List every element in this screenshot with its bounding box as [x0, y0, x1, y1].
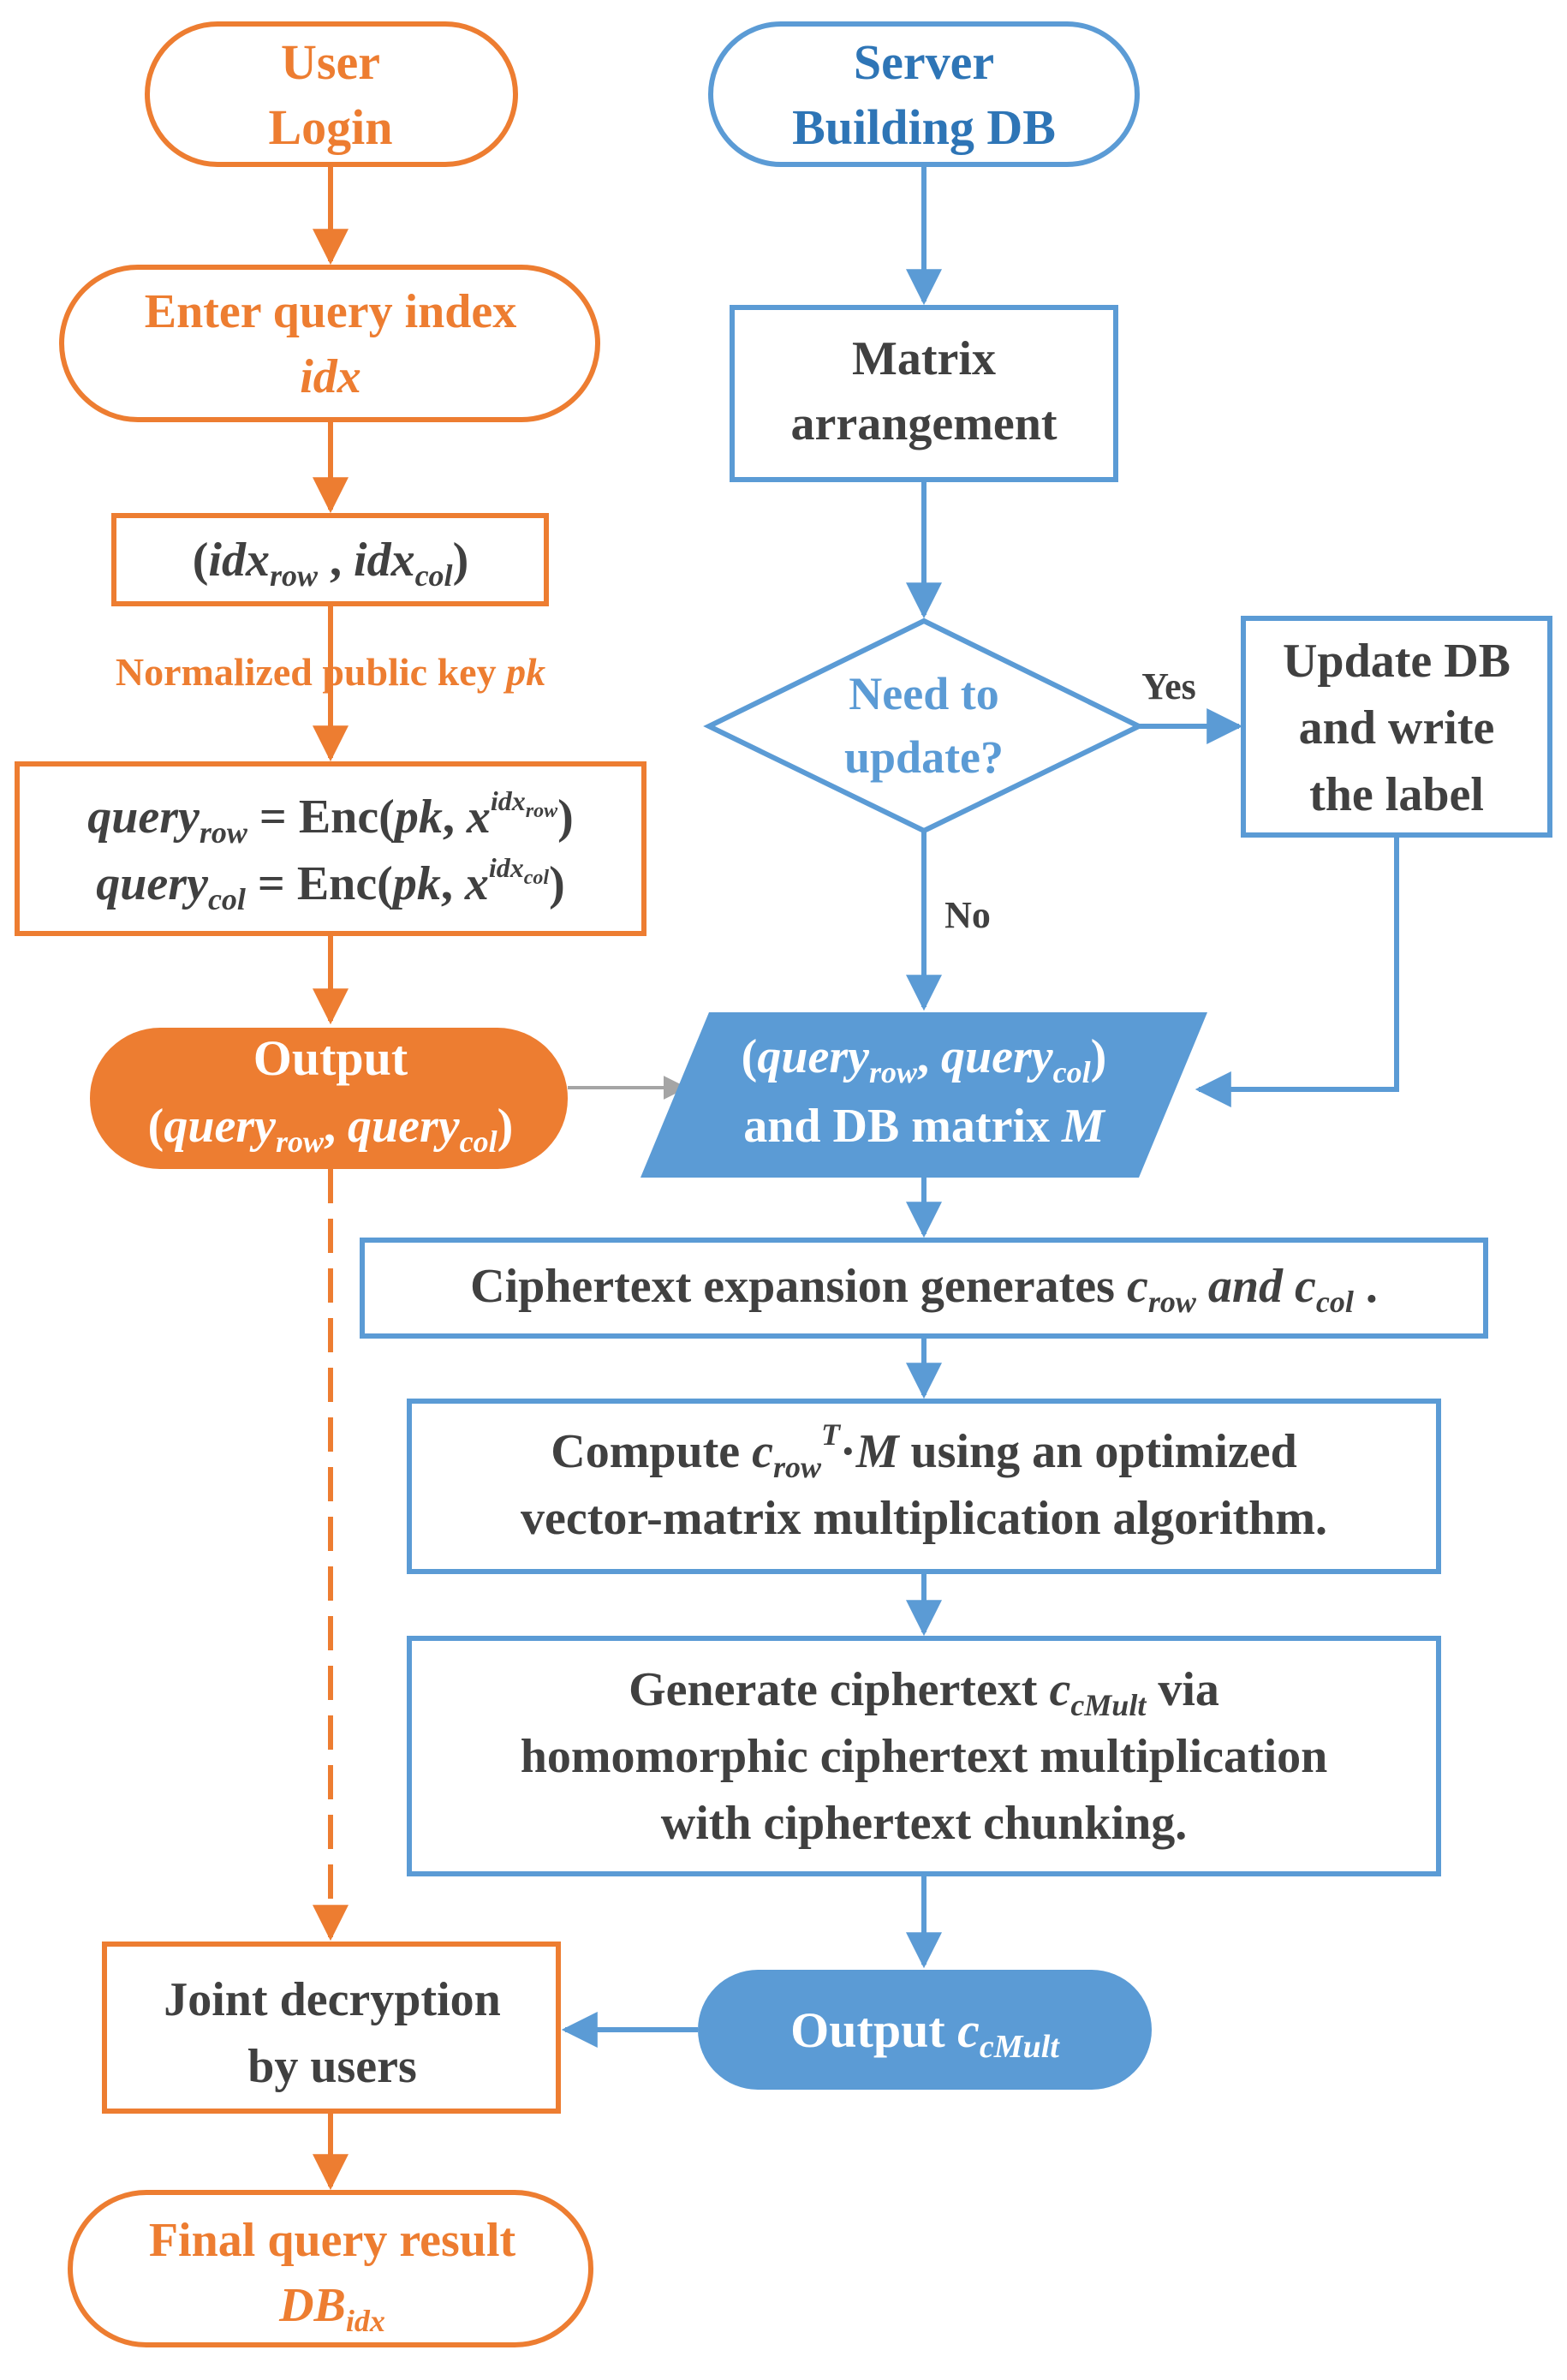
user-login-line2: Login — [268, 99, 392, 155]
expansion-node: Ciphertext expansion generates crow and … — [360, 1238, 1488, 1339]
user-login-node: User Login — [145, 21, 518, 167]
final-result-line2: DBidx — [278, 2279, 385, 2338]
expansion-text: Ciphertext expansion generates crow and … — [470, 1260, 1378, 1319]
generate-line2: homomorphic ciphertext multiplication — [521, 1730, 1328, 1783]
input-data-node: (queryrow, querycol) and DB matrix M — [641, 1012, 1207, 1178]
server-line2: Building DB — [792, 99, 1056, 155]
matrix-arrangement-line1: Matrix — [852, 332, 996, 385]
no-label: No — [944, 894, 991, 936]
update-db-node: Update DB and write the label — [1241, 616, 1552, 838]
matrix-arrangement-line2: arrangement — [790, 397, 1057, 450]
arrow-update-to-input-data — [1195, 835, 1399, 1107]
decision-line1: Need to — [849, 668, 998, 719]
index-pair-shape — [111, 513, 549, 606]
output-cmult-node: Output ccMult — [698, 1970, 1152, 2090]
connectors — [313, 164, 1399, 2191]
joint-decryption-shape — [102, 1942, 561, 2114]
compute-line2: vector-matrix multiplication algorithm. — [521, 1492, 1327, 1545]
output-cmult-text: Output ccMult — [790, 2002, 1060, 2065]
decision-node: Need to update? — [703, 617, 1145, 834]
matrix-arrangement-shape — [730, 305, 1118, 482]
final-result-line1: Final query result — [149, 2214, 516, 2267]
compute-node: Compute crowT·M using an optimized vecto… — [407, 1399, 1441, 1574]
joint-decryption-line2: by users — [247, 2040, 417, 2093]
matrix-arrangement-node: Matrix arrangement — [730, 305, 1118, 482]
update-db-shape — [1241, 616, 1552, 838]
server-shape — [708, 21, 1140, 167]
enter-query-shape — [59, 265, 600, 422]
encryption-line2: querycol = Enc(pk, xidxcol) — [96, 852, 564, 916]
joint-decryption-node: Joint decryption by users — [102, 1942, 561, 2114]
server-node: Server Building DB — [708, 21, 1140, 167]
enter-query-line1: Enter query index — [145, 285, 517, 338]
output-query-line1: Output — [253, 1030, 408, 1086]
output-cmult-shape — [698, 1970, 1152, 2090]
output-query-node: Output (queryrow, querycol) — [90, 1028, 568, 1169]
generate-line3: with ciphertext chunking. — [661, 1797, 1188, 1850]
expansion-shape — [360, 1238, 1488, 1339]
input-data-line2: and DB matrix M — [743, 1100, 1106, 1153]
final-result-shape — [68, 2190, 593, 2347]
update-db-line3: the label — [1309, 768, 1484, 821]
encryption-shape — [15, 761, 646, 936]
generate-line1: Generate ciphertext ccMult via — [629, 1663, 1219, 1722]
output-query-shape — [90, 1028, 568, 1169]
compute-line1: Compute crowT·M using an optimized — [551, 1417, 1296, 1484]
compute-shape — [407, 1399, 1441, 1574]
decision-line2: update? — [844, 731, 1004, 783]
yes-label: Yes — [1141, 665, 1196, 707]
encryption-node: queryrow = Enc(pk, xidxrow) querycol = E… — [15, 761, 646, 936]
server-line1: Server — [854, 34, 994, 90]
final-result-node: Final query result DBidx — [68, 2190, 593, 2347]
enter-query-node: Enter query index idx — [59, 265, 600, 422]
generate-node: Generate ciphertext ccMult via homomorph… — [407, 1636, 1441, 1876]
index-pair-node: (idxrow , idxcol) — [111, 513, 549, 606]
user-login-line1: User — [281, 34, 380, 90]
joint-decryption-line1: Joint decryption — [164, 1973, 501, 2026]
pk-label: Normalized public key pk — [116, 650, 545, 694]
generate-shape — [407, 1636, 1441, 1876]
input-data-shape — [641, 1012, 1207, 1178]
index-pair-text: (idxrow , idxcol) — [193, 534, 468, 593]
encryption-line1: queryrow = Enc(pk, xidxrow) — [87, 785, 574, 850]
enter-query-line2: idx — [300, 350, 361, 403]
user-login-shape — [145, 21, 518, 167]
output-query-line2: (queryrow, querycol) — [148, 1100, 514, 1159]
decision-shape — [703, 617, 1145, 834]
input-data-line1: (queryrow, querycol) — [742, 1030, 1107, 1089]
update-db-line2: and write — [1299, 701, 1495, 755]
update-db-line1: Update DB — [1283, 635, 1510, 688]
